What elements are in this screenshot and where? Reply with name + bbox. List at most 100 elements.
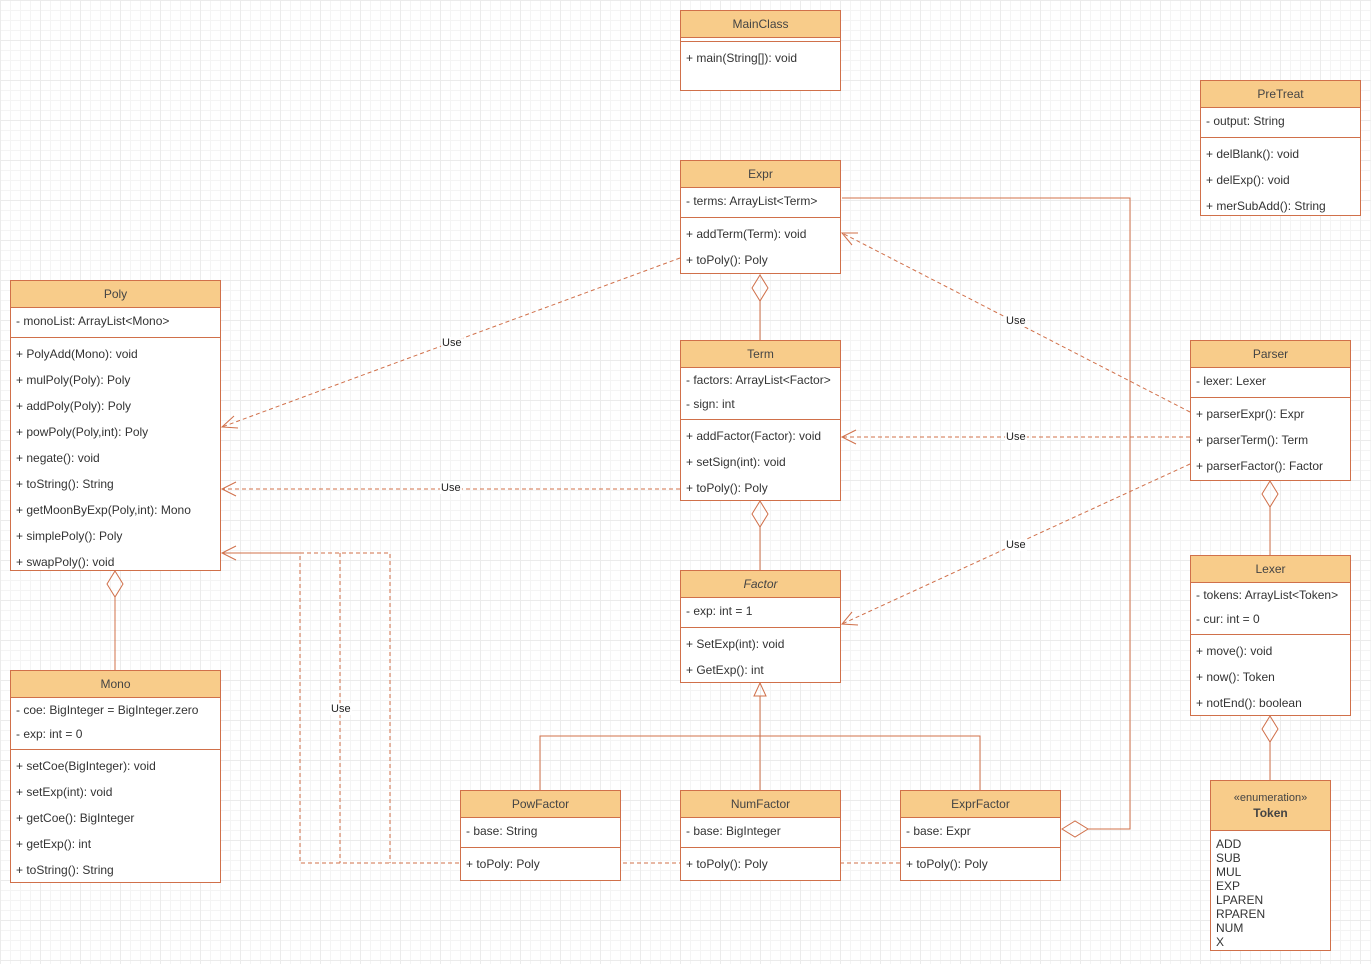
- class-exprfactor[interactable]: ExprFactor - base: Expr + toPoly(): Poly: [900, 790, 1061, 881]
- enum-literal[interactable]: RPAREN: [1216, 907, 1266, 921]
- method-row[interactable]: + setSign(int): void: [686, 455, 786, 469]
- class-header: MainClass: [681, 11, 840, 38]
- divider: [681, 847, 840, 848]
- class-term[interactable]: Term - factors: ArrayList<Factor> - sign…: [680, 340, 841, 501]
- method-row[interactable]: + parserTerm(): Term: [1196, 433, 1309, 447]
- method-row[interactable]: + parserExpr(): Expr: [1196, 407, 1305, 421]
- attribute-row[interactable]: - base: BigInteger: [686, 824, 781, 838]
- method-row[interactable]: + simplePoly(): Poly: [16, 529, 123, 543]
- divider: [681, 419, 840, 420]
- divider: [1191, 397, 1350, 398]
- method-row[interactable]: + delExp(): void: [1206, 173, 1290, 187]
- class-lexer[interactable]: Lexer - tokens: ArrayList<Token> - cur: …: [1190, 555, 1351, 716]
- method-row[interactable]: + toString(): String: [16, 863, 114, 877]
- attribute-row[interactable]: - lexer: Lexer: [1196, 374, 1267, 388]
- label-use-expr-poly: Use: [441, 337, 463, 349]
- method-row[interactable]: + toPoly(): Poly: [686, 253, 768, 267]
- enum-literals: ADD SUB MUL EXP LPAREN RPAREN NUM X: [1211, 831, 1330, 949]
- aggregation-diamond: [751, 500, 769, 528]
- attribute-row[interactable]: - exp: int = 0: [16, 727, 83, 741]
- label-use-factors-poly: Use: [330, 703, 352, 715]
- label-use-parser-term: Use: [1005, 431, 1027, 443]
- attribute-row[interactable]: - sign: int: [686, 397, 735, 411]
- label-use-parser-factor: Use: [1005, 539, 1027, 551]
- label-use-term-poly: Use: [440, 482, 462, 494]
- enum-literal[interactable]: MUL: [1216, 865, 1242, 879]
- method-row[interactable]: + getMoonByExp(Poly,int): Mono: [16, 503, 191, 517]
- method-row[interactable]: + powPoly(Poly,int): Poly: [16, 425, 149, 439]
- class-parser[interactable]: Parser - lexer: Lexer + parserExpr(): Ex…: [1190, 340, 1351, 481]
- method-row[interactable]: + addPoly(Poly): Poly: [16, 399, 132, 413]
- method-row[interactable]: + parserFactor(): Factor: [1196, 459, 1324, 473]
- method-row[interactable]: + setCoe(BigInteger): void: [16, 759, 156, 773]
- class-pretreat[interactable]: PreTreat - output: String + delBlank(): …: [1200, 80, 1361, 216]
- method-row[interactable]: + swapPoly(): void: [16, 555, 115, 569]
- aggregation-diamond: [106, 570, 124, 598]
- enum-literal[interactable]: ADD: [1216, 837, 1242, 851]
- attribute-row[interactable]: - factors: ArrayList<Factor>: [686, 373, 831, 387]
- method-row[interactable]: + toString(): String: [16, 477, 114, 491]
- method-row[interactable]: + getCoe(): BigInteger: [16, 811, 135, 825]
- generalization-lines: [539, 696, 981, 790]
- class-factor[interactable]: Factor - exp: int = 1 + SetExp(int): voi…: [680, 570, 841, 683]
- attribute-row[interactable]: - exp: int = 1: [686, 604, 753, 618]
- dependency-arrowhead: [840, 429, 857, 445]
- attribute-row[interactable]: - cur: int = 0: [1196, 612, 1260, 626]
- aggregation-diamond: [1061, 820, 1089, 838]
- aggregation-diamond: [1261, 480, 1279, 508]
- method-row[interactable]: + negate(): void: [16, 451, 100, 465]
- divider: [681, 627, 840, 628]
- method-row[interactable]: + main(String[]): void: [686, 51, 798, 65]
- label-use-parser-expr: Use: [1005, 315, 1027, 327]
- method-row[interactable]: + toPoly: Poly: [466, 857, 540, 871]
- attribute-row[interactable]: - tokens: ArrayList<Token>: [1196, 588, 1339, 602]
- class-numfactor[interactable]: NumFactor - base: BigInteger + toPoly():…: [680, 790, 841, 881]
- method-row[interactable]: + PolyAdd(Mono): void: [16, 347, 138, 361]
- generalization-triangle: [753, 681, 767, 697]
- class-mono[interactable]: Mono - coe: BigInteger = BigInteger.zero…: [10, 670, 221, 883]
- divider: [1201, 137, 1360, 138]
- method-row[interactable]: + now(): Token: [1196, 670, 1275, 684]
- class-expr[interactable]: Expr - terms: ArrayList<Term> + addTerm(…: [680, 160, 841, 274]
- method-row[interactable]: + merSubAdd(): String: [1206, 199, 1326, 213]
- method-row[interactable]: + GetExp(): int: [686, 663, 764, 677]
- class-mainclass[interactable]: MainClass + main(String[]): void: [680, 10, 841, 91]
- class-header: PowFactor: [461, 791, 620, 818]
- method-row[interactable]: + setExp(int): void: [16, 785, 113, 799]
- class-poly[interactable]: Poly - monoList: ArrayList<Mono> + PolyA…: [10, 280, 221, 571]
- attribute-row[interactable]: - coe: BigInteger = BigInteger.zero: [16, 703, 199, 717]
- attribute-row[interactable]: - base: Expr: [906, 824, 971, 838]
- method-row[interactable]: + delBlank(): void: [1206, 147, 1300, 161]
- dependency-arrowhead: [840, 232, 858, 246]
- attribute-row[interactable]: - monoList: ArrayList<Mono>: [16, 314, 170, 328]
- method-row[interactable]: + getExp(): int: [16, 837, 92, 851]
- attribute-row[interactable]: - output: String: [1206, 114, 1285, 128]
- dependency-arrowhead: [840, 611, 859, 626]
- divider: [461, 847, 620, 848]
- divider: [681, 217, 840, 218]
- enum-literal[interactable]: SUB: [1216, 851, 1241, 865]
- enum-literal[interactable]: X: [1216, 935, 1225, 949]
- divider: [11, 749, 220, 750]
- method-row[interactable]: + toPoly(): Poly: [906, 857, 988, 871]
- method-row[interactable]: + notEnd(): boolean: [1196, 696, 1302, 710]
- method-row[interactable]: + mulPoly(Poly): Poly: [16, 373, 131, 387]
- attribute-row[interactable]: - terms: ArrayList<Term>: [686, 194, 818, 208]
- enum-literal[interactable]: EXP: [1216, 879, 1241, 893]
- enum-literal[interactable]: NUM: [1216, 921, 1244, 935]
- method-row[interactable]: + toPoly(): Poly: [686, 481, 768, 495]
- enum-literal[interactable]: LPAREN: [1216, 893, 1264, 907]
- class-powfactor[interactable]: PowFactor - base: String + toPoly: Poly: [460, 790, 621, 881]
- attribute-row[interactable]: - base: String: [466, 824, 538, 838]
- method-row[interactable]: + addTerm(Term): void: [686, 227, 807, 241]
- method-row[interactable]: + move(): void: [1196, 644, 1273, 658]
- class-header: Parser: [1191, 341, 1350, 368]
- method-row[interactable]: + addFactor(Factor): void: [686, 429, 822, 443]
- method-row[interactable]: + SetExp(int): void: [686, 637, 785, 651]
- class-header: Expr: [681, 161, 840, 188]
- dependency-arrowhead: [220, 545, 237, 561]
- stereotype-label: «enumeration»: [1233, 791, 1308, 804]
- method-row[interactable]: + toPoly(): Poly: [686, 857, 768, 871]
- enum-token[interactable]: «enumeration» Token ADD SUB MUL EXP LPAR…: [1210, 780, 1331, 951]
